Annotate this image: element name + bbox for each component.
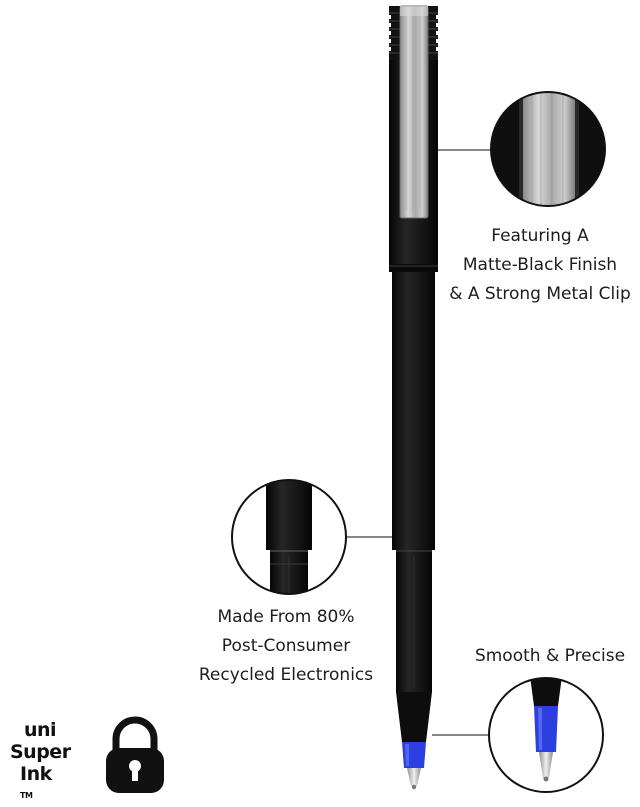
callout-body-line-3: Recycled Electronics (198, 665, 374, 685)
zoom-circle-body (231, 479, 347, 595)
callout-text-tip: Smooth & Precise (463, 642, 637, 671)
callout-text-clip: Featuring A Matte-Black Finish & A Stron… (440, 222, 640, 309)
zoom-circle-clip (490, 91, 606, 207)
pen-barrel (392, 272, 435, 790)
callout-clip-line-1: Featuring A (491, 226, 589, 246)
callout-body-line-2: Post-Consumer (221, 636, 351, 656)
lock-icon (106, 716, 164, 793)
callout-clip-line-2: Matte-Black Finish (462, 255, 618, 275)
callout-body-line-1: Made From 80% (217, 607, 355, 627)
callout-clip-line-3: & A Strong Metal Clip (449, 284, 631, 304)
metal-clip (399, 5, 429, 219)
logo-line-3-text: Ink (20, 763, 52, 785)
logo-line-1: uni (24, 719, 57, 741)
callout-text-body: Made From 80% Post-Consumer Recycled Ele… (186, 603, 386, 690)
callout-tip-line-1: Smooth & Precise (474, 646, 626, 666)
zoom-circle-tip (488, 677, 604, 793)
logo-line-2: Super (10, 741, 71, 763)
trademark-mark: TM (20, 791, 33, 800)
